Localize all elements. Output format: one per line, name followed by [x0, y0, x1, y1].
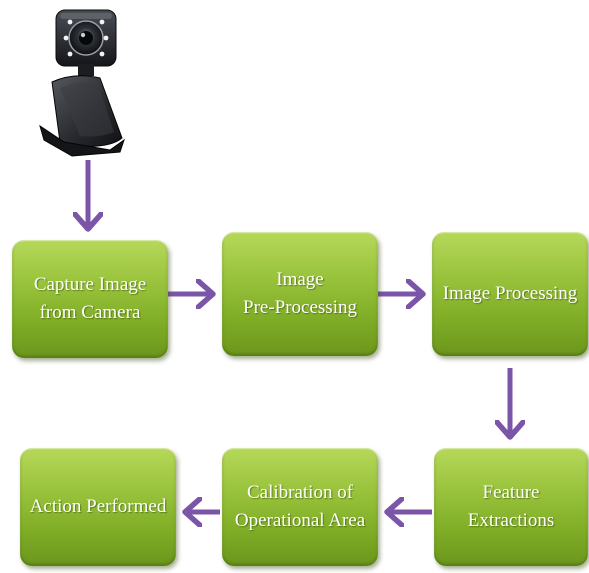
- step-image-processing: Image Processing: [432, 232, 588, 356]
- step-feature-extractions: Feature Extractions: [434, 448, 588, 566]
- step-image-pre-processing-label: Image Pre-Processing: [243, 269, 357, 318]
- step-action-performed: Action Performed: [20, 448, 176, 566]
- step-image-processing-label: Image Processing: [442, 283, 578, 305]
- step-image-pre-processing: Image Pre-Processing: [222, 232, 378, 356]
- step-feature-extractions-label: Feature Extractions: [467, 482, 555, 531]
- step-capture-image-label: Capture Image from Camera: [33, 274, 147, 323]
- step-capture-image: Capture Image from Camera: [12, 240, 168, 358]
- step-calibration: Calibration of Operational Area: [222, 448, 378, 566]
- step-action-performed-label: Action Performed: [29, 496, 167, 518]
- step-calibration-label: Calibration of Operational Area: [234, 482, 366, 531]
